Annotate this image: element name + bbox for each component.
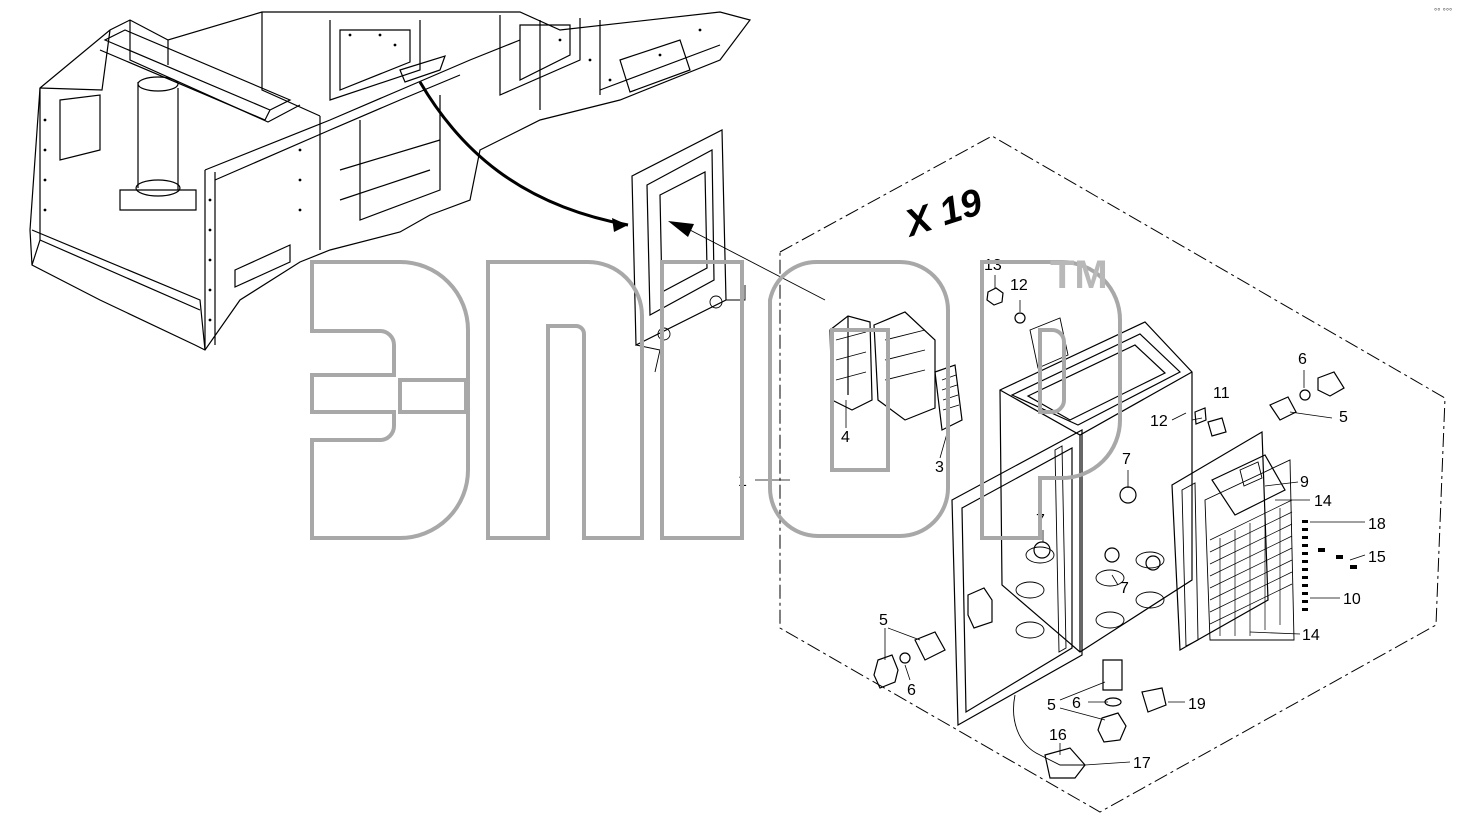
watermark-logo: TM xyxy=(310,253,1122,540)
washer-12-top xyxy=(1014,312,1026,324)
callout-6: 6 xyxy=(907,682,916,699)
plug-17 xyxy=(1044,747,1086,779)
routing-arrow xyxy=(418,81,629,227)
callout-3: 3 xyxy=(935,459,944,476)
callout-14: 14 xyxy=(1314,493,1332,510)
insertion-arrow-head xyxy=(668,221,694,237)
view-label: X 19 xyxy=(898,181,987,246)
callout-7: 7 xyxy=(1120,580,1129,597)
cable-gland-right xyxy=(1194,371,1345,437)
callout-6: 6 xyxy=(1298,351,1307,368)
nut-13 xyxy=(986,287,1004,306)
cable-16 xyxy=(1013,694,1085,766)
callout-10: 10 xyxy=(1343,591,1361,608)
mounting-bracket xyxy=(631,129,746,373)
insertion-arrow xyxy=(689,229,826,301)
callout-5: 5 xyxy=(1339,409,1348,426)
corner-mark: °° °°° xyxy=(1434,7,1452,16)
leader-lines xyxy=(755,275,1366,766)
trademark-symbol: TM xyxy=(1050,253,1108,297)
callout-19: 19 xyxy=(1188,696,1206,713)
terminal-rail xyxy=(1171,430,1295,652)
callout-17: 17 xyxy=(1133,755,1151,772)
enclosure-box xyxy=(999,317,1193,653)
detail-view-boundary xyxy=(779,135,1446,813)
cable-gland-bottom xyxy=(1097,659,1127,743)
callout-5: 5 xyxy=(1047,697,1056,714)
callout-16: 16 xyxy=(1049,727,1067,744)
callout-11: 11 xyxy=(1213,385,1230,402)
routing-arrow-head xyxy=(612,218,628,232)
machine-frame xyxy=(29,11,752,351)
callout-5: 5 xyxy=(879,612,888,629)
callout-12: 12 xyxy=(1150,413,1168,430)
callout-13: 13 xyxy=(984,257,1002,274)
callout-4: 4 xyxy=(841,429,850,446)
callout-9: 9 xyxy=(1300,474,1309,491)
callout-6: 6 xyxy=(1072,695,1081,712)
callout-18: 18 xyxy=(1368,516,1386,533)
plug-19 xyxy=(1141,687,1167,713)
marker-strips xyxy=(1302,520,1357,611)
enclosure-door xyxy=(951,428,1083,727)
frame-rivets xyxy=(43,28,702,322)
callout-15: 15 xyxy=(1368,549,1386,566)
cable-gland-left xyxy=(873,631,946,689)
callout-7: 7 xyxy=(1122,451,1131,468)
callout-12: 12 xyxy=(1010,277,1028,294)
callout-14: 14 xyxy=(1302,627,1320,644)
